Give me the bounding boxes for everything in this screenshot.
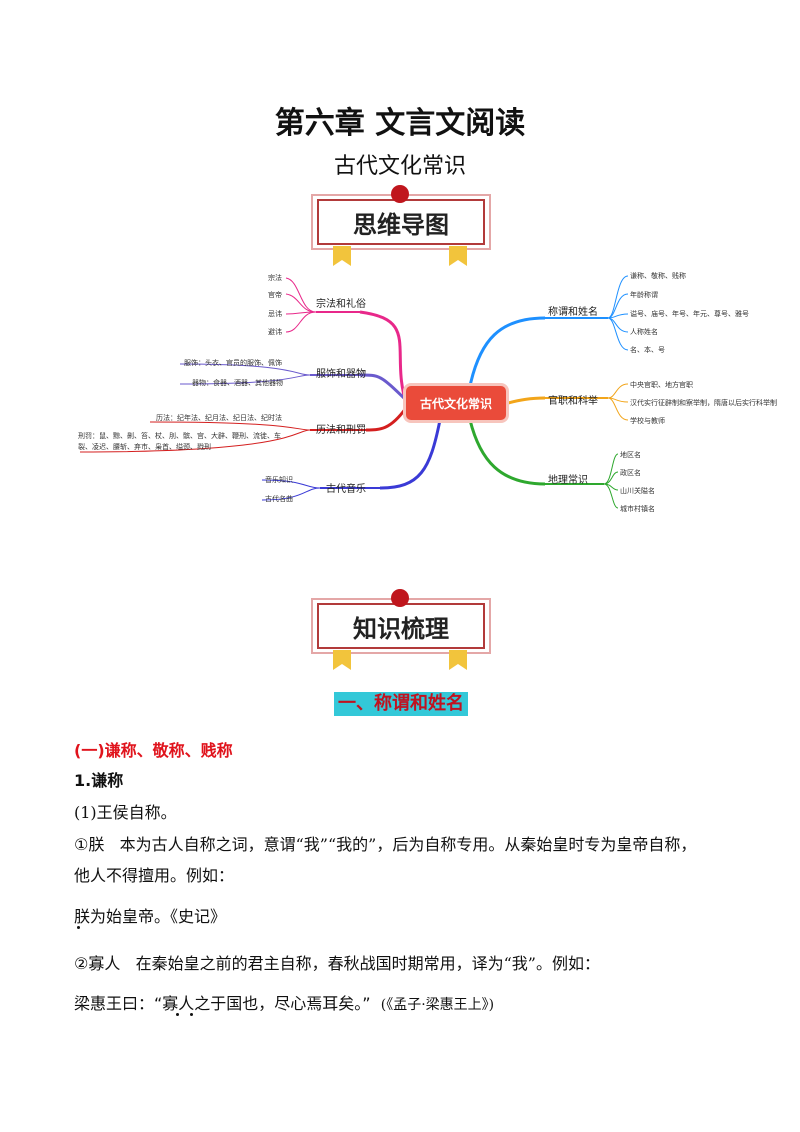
- leaf: 中央官职、地方官职: [630, 381, 693, 389]
- leaf: 忌讳: [268, 310, 282, 318]
- item2-term: ②寡人: [74, 954, 121, 973]
- subheading-3: (1)王侯自称。: [74, 803, 177, 822]
- example1: 朕为始皇帝。《史记》: [74, 903, 226, 927]
- item2-text: 在秦始皇之前的君主自称，春秋战国时期常用，译为“我”。例如：: [135, 954, 600, 973]
- branch-label: 古代音乐: [326, 484, 366, 495]
- banner-mindmap: 思维导图: [311, 185, 491, 266]
- leaf: 学校与教师: [630, 417, 665, 425]
- leaf: 音乐知识: [265, 476, 293, 484]
- branch-label: 称谓和姓名: [548, 307, 598, 318]
- banner-mindmap-label: 思维导图: [317, 199, 485, 245]
- leaf: 谦称、敬称、贱称: [630, 272, 686, 280]
- banner-dot: [391, 589, 409, 607]
- banner-dot: [391, 185, 409, 203]
- branch-label: 官职和科举: [548, 396, 598, 407]
- emphasis-dot: [190, 1013, 193, 1016]
- leaf: 官帝: [268, 291, 282, 299]
- ribbon-left: [333, 650, 351, 670]
- banner-knowledge: 知识梳理: [311, 589, 491, 670]
- banner-knowledge-label: 知识梳理: [317, 603, 485, 649]
- branch-label: 历法和刑罚: [316, 425, 366, 436]
- leaf: 城市村镇名: [620, 505, 655, 513]
- subheading-2: 1.谦称: [74, 771, 124, 790]
- leaf: 山川关隘名: [620, 487, 655, 495]
- example2: 梁惠王曰：“寡人之于国也，尽心焉耳矣。” (《孟子·梁惠王上》): [74, 990, 494, 1014]
- leaf: 历法：纪年法、纪月法、纪日法、纪时法: [156, 414, 282, 422]
- leaf: 年龄称谓: [630, 291, 658, 299]
- page-subtitle: 古代文化常识: [333, 154, 466, 179]
- leaf: 古代名曲: [265, 495, 293, 503]
- leaf: 汉代实行征辟制和察举制，隋唐以后实行科举制: [630, 399, 777, 407]
- leaf: 谥号、庙号、年号、年元、尊号、雅号: [630, 310, 749, 318]
- branch-label: 服饰和器物: [316, 369, 366, 380]
- section-heading: 一、称谓和姓名: [334, 692, 468, 716]
- example2-text: 梁惠王曰：“寡人之于国也，尽心焉耳矣。”: [74, 994, 371, 1013]
- item1-term: ①朕: [74, 835, 105, 854]
- example1-source: 《史记》: [170, 907, 227, 926]
- mindmap-lines: [79, 275, 629, 509]
- leaf: 服饰：头衣、官员的服饰、佩饰: [184, 359, 282, 367]
- leaf: 名、本、号: [630, 346, 665, 354]
- emphasis-dot: [176, 1013, 179, 1016]
- item2-line: ②寡人 在秦始皇之前的君主自称，春秋战国时期常用，译为“我”。例如：: [74, 950, 600, 974]
- item1-text: 本为古人自称之词，意谓“我”“我的”，后为自称专用。从秦始皇时专为皇帝自称，: [119, 835, 697, 854]
- leaf: 刑罚：鼠、黥、劓、笞、杖、刖、髌、宫、大辟、鞭刑、流徙、车裂、凌迟、腰斩、弃市、…: [78, 432, 281, 451]
- subheading-1: (一)谦称、敬称、贱称: [74, 741, 233, 760]
- leaf: 避讳: [268, 328, 282, 336]
- leaf: 人称姓名: [630, 328, 658, 336]
- ribbon-left: [333, 246, 351, 266]
- leaf: 政区名: [620, 469, 641, 477]
- leaf: 地区名: [620, 451, 641, 459]
- leaf: 宗法: [268, 274, 282, 282]
- example2-source: (《孟子·梁惠王上》): [380, 997, 495, 1013]
- ribbon-right: [449, 650, 467, 670]
- mindmap-center-node: 古代文化常识: [406, 386, 506, 420]
- item1-line: ①朕 本为古人自称之词，意谓“我”“我的”，后为自称专用。从秦始皇时专为皇帝自称…: [74, 831, 696, 855]
- page-title: 第六章 文言文阅读: [274, 106, 526, 141]
- branch-label: 地理常识: [548, 475, 588, 486]
- leaf: 器物：食器、酒器、其他器物: [192, 379, 283, 387]
- example1-text: 朕为始皇帝。: [74, 907, 171, 926]
- emphasis-dot: [77, 926, 80, 929]
- branch-label: 宗法和礼俗: [316, 299, 366, 310]
- item1-line2: 他人不得擅用。例如：: [74, 866, 235, 885]
- ribbon-right: [449, 246, 467, 266]
